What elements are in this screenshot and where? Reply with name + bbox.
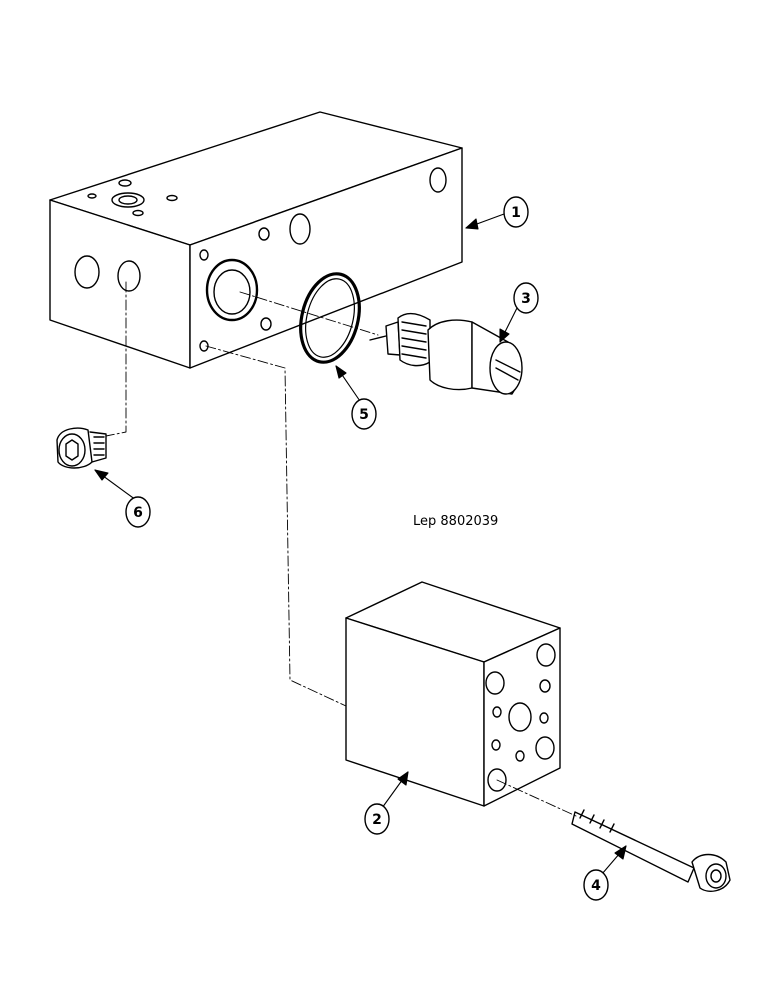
callout-1: 1 bbox=[503, 196, 529, 228]
callout-2-label: 2 bbox=[372, 812, 382, 828]
callout-4: 4 bbox=[583, 869, 609, 901]
callout-1-label: 1 bbox=[511, 205, 521, 221]
callout-3: 3 bbox=[513, 282, 539, 314]
end-block bbox=[345, 581, 561, 807]
callout-3-label: 3 bbox=[521, 291, 531, 307]
assembly-centerlines bbox=[105, 281, 577, 817]
callout-4-label: 4 bbox=[591, 878, 601, 894]
callout-6-label: 6 bbox=[133, 505, 143, 521]
relief-valve-cartridge bbox=[369, 312, 523, 395]
socket-head-bolt bbox=[571, 809, 731, 892]
plug bbox=[56, 427, 107, 469]
leader-lines bbox=[94, 213, 627, 875]
callout-2: 2 bbox=[364, 803, 390, 835]
callout-5: 5 bbox=[351, 398, 377, 430]
main-valve-block bbox=[49, 111, 463, 369]
o-ring bbox=[299, 272, 361, 364]
figure-reference: Lep 8802039 bbox=[413, 514, 498, 529]
callout-6: 6 bbox=[125, 496, 151, 528]
callout-5-label: 5 bbox=[359, 407, 369, 423]
